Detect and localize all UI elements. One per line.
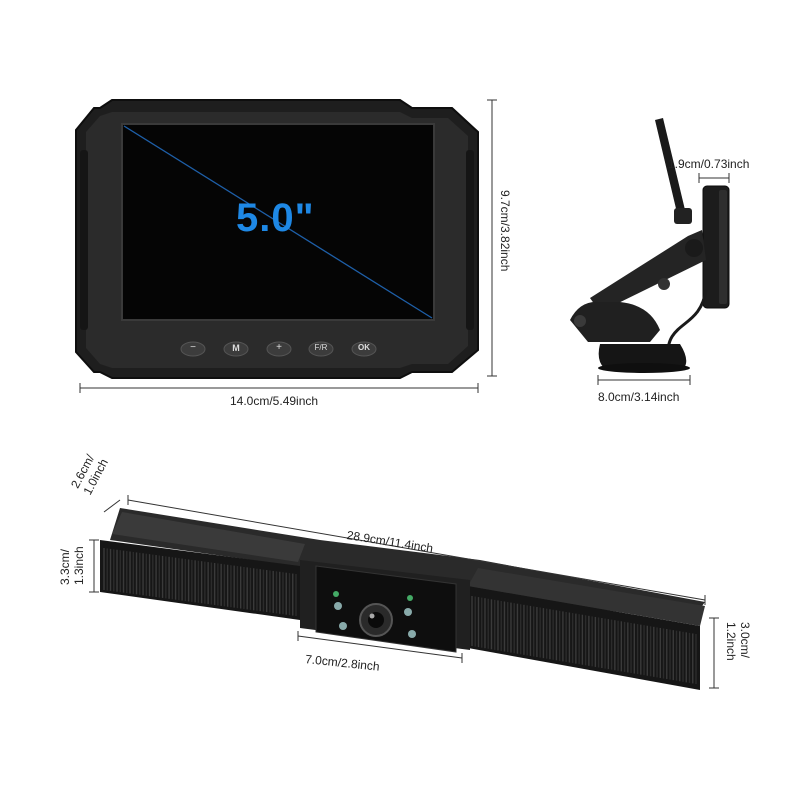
m-button-label: M — [232, 343, 240, 353]
minus-button-label: − — [190, 342, 196, 353]
bar-left-height-label: 3.3cm/ 1.3inch — [58, 546, 86, 585]
bar-left-height-line1: 3.3cm/ — [58, 548, 72, 585]
fr-button — [308, 341, 334, 357]
monitor-dimension-lines — [79, 99, 497, 393]
monitor-height-label: 9.7cm/3.82inch — [498, 190, 512, 272]
monitor-buttons — [180, 341, 377, 357]
monitor-width-label: 14.0cm/5.49inch — [230, 394, 319, 408]
camera-bar-dimension-lines — [89, 495, 719, 689]
status-led — [333, 591, 339, 597]
ir-led — [404, 608, 412, 616]
ok-button — [351, 341, 377, 357]
mount-width-label: 8.0cm/3.14inch — [598, 390, 680, 404]
ir-led — [408, 630, 416, 638]
screen-size-label: 5.0" — [236, 196, 315, 240]
solar-cells-left — [103, 548, 297, 616]
m-button — [223, 341, 249, 357]
bar-right-height-line2: 1.2inch — [724, 622, 738, 661]
solar-cells-right — [471, 596, 697, 684]
fr-button-label: F/R — [314, 343, 328, 352]
ok-button-label: OK — [358, 343, 370, 352]
mount-dimension-lines — [597, 173, 730, 385]
bar-right-height-line1: 3.0cm/ — [738, 622, 752, 659]
bar-right-height-label: 3.0cm/ 1.2inch — [724, 622, 752, 661]
plus-button-label: + — [276, 342, 282, 353]
monitor — [75, 99, 479, 379]
mount-depth-label: 1.9cm/0.73inch — [668, 157, 750, 171]
ir-led — [334, 602, 342, 610]
status-led — [407, 595, 413, 601]
minus-button — [180, 341, 206, 357]
bar-left-height-line2: 1.3inch — [72, 546, 86, 585]
ir-led — [339, 622, 347, 630]
mount-side-view — [570, 118, 730, 373]
plus-button — [266, 341, 292, 357]
